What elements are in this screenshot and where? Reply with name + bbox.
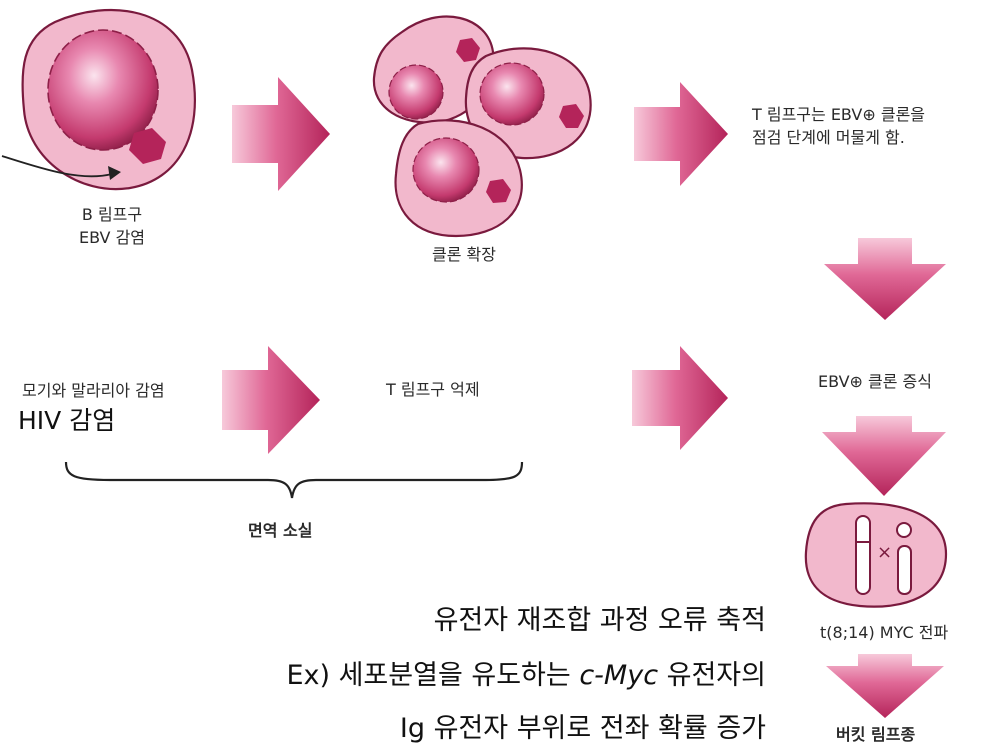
translocation-label: t(8;14) MYC 전파 bbox=[820, 621, 948, 644]
b-cell-label-line2: EBV 감염 bbox=[52, 226, 172, 249]
arrow-down-3 bbox=[826, 654, 944, 718]
clonal-expansion-label: 클론 확장 bbox=[404, 243, 524, 266]
clonal-cells bbox=[374, 17, 591, 236]
note-line-1: 유전자 재조합 과정 오류 축적 bbox=[434, 604, 766, 638]
arrow-tsupp-to-proliferation bbox=[632, 346, 728, 450]
chromosome-cross-icon: × bbox=[877, 542, 892, 563]
immune-loss-label: 면역 소실 bbox=[248, 519, 312, 542]
t-suppression-label: T 림프구 억제 bbox=[386, 378, 480, 401]
translocation-cell bbox=[806, 503, 946, 606]
arrow-down-2 bbox=[822, 416, 946, 496]
note-line-2: Ex) 세포분열을 유도하는 c-Myc 유전자의 bbox=[286, 659, 766, 693]
note-line-2-gene: c-Myc bbox=[579, 660, 658, 691]
arrow-clone-to-tcheck bbox=[634, 82, 728, 186]
arrow-down-1 bbox=[824, 238, 946, 320]
t-check-label-line1: T 림프구는 EBV⊕ 클론을 bbox=[752, 103, 925, 126]
b-cell-label: B 림프구 EBV 감염 bbox=[52, 203, 172, 249]
arrow-malaria-to-tsupp bbox=[222, 346, 320, 454]
immune-loss-brace bbox=[66, 462, 522, 498]
note-line-3: Ig 유전자 부위로 전좌 확률 증가 bbox=[400, 712, 766, 746]
note-line-2-prefix: Ex) 세포분열을 유도하는 bbox=[286, 660, 579, 691]
t-check-label-line2: 점검 단계에 머물게 함. bbox=[752, 126, 925, 149]
t-check-label: T 림프구는 EBV⊕ 클론을 점검 단계에 머물게 함. bbox=[752, 103, 925, 149]
ebv-proliferation-label: EBV⊕ 클론 증식 bbox=[818, 370, 932, 393]
note-line-2-suffix: 유전자의 bbox=[658, 660, 766, 691]
chromosome-left-icon bbox=[856, 516, 870, 594]
hiv-label: HIV 감염 bbox=[18, 404, 115, 438]
arrow-b-to-clone bbox=[232, 77, 330, 191]
chromosome-right-icon bbox=[898, 546, 911, 594]
b-cell-infected bbox=[2, 10, 195, 189]
b-cell-label-line1: B 림프구 bbox=[52, 203, 172, 226]
malaria-label: 모기와 말라리아 감염 bbox=[22, 379, 165, 402]
burkitt-lymphoma-label: 버킷 림프종 bbox=[836, 723, 915, 746]
